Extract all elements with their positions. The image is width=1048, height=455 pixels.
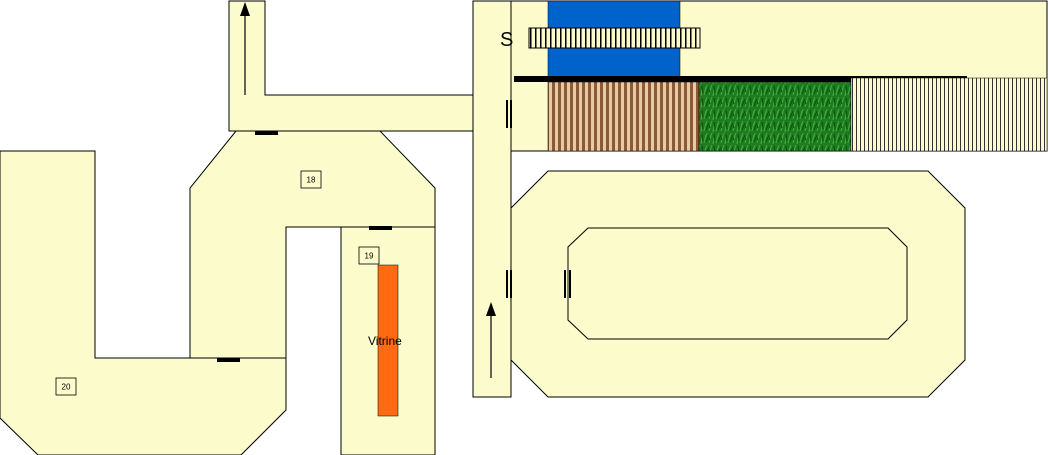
s-label: S bbox=[500, 29, 513, 51]
room-18-number: 18 bbox=[307, 176, 316, 185]
bench-bar bbox=[528, 27, 701, 49]
vitrine-label: Vitrine bbox=[368, 334, 402, 348]
room-18-shape bbox=[189, 130, 436, 359]
room-19-label: 19 bbox=[358, 246, 380, 265]
wood-deck bbox=[547, 81, 700, 152]
arrow-up-icon bbox=[486, 302, 496, 378]
room-19-number: 19 bbox=[365, 252, 374, 261]
divider-wall bbox=[514, 76, 967, 82]
room-18-label: 18 bbox=[300, 170, 322, 189]
arrow-up-icon bbox=[240, 2, 250, 95]
room-20-label: 20 bbox=[55, 377, 77, 396]
ring-room-inner bbox=[567, 227, 908, 340]
grass-patch bbox=[698, 81, 852, 152]
striped-panel bbox=[850, 77, 1048, 152]
room-20-number: 20 bbox=[62, 383, 71, 392]
upper-corridor bbox=[228, 0, 474, 132]
vitrine-display bbox=[377, 264, 399, 417]
main-corridor bbox=[472, 0, 512, 398]
